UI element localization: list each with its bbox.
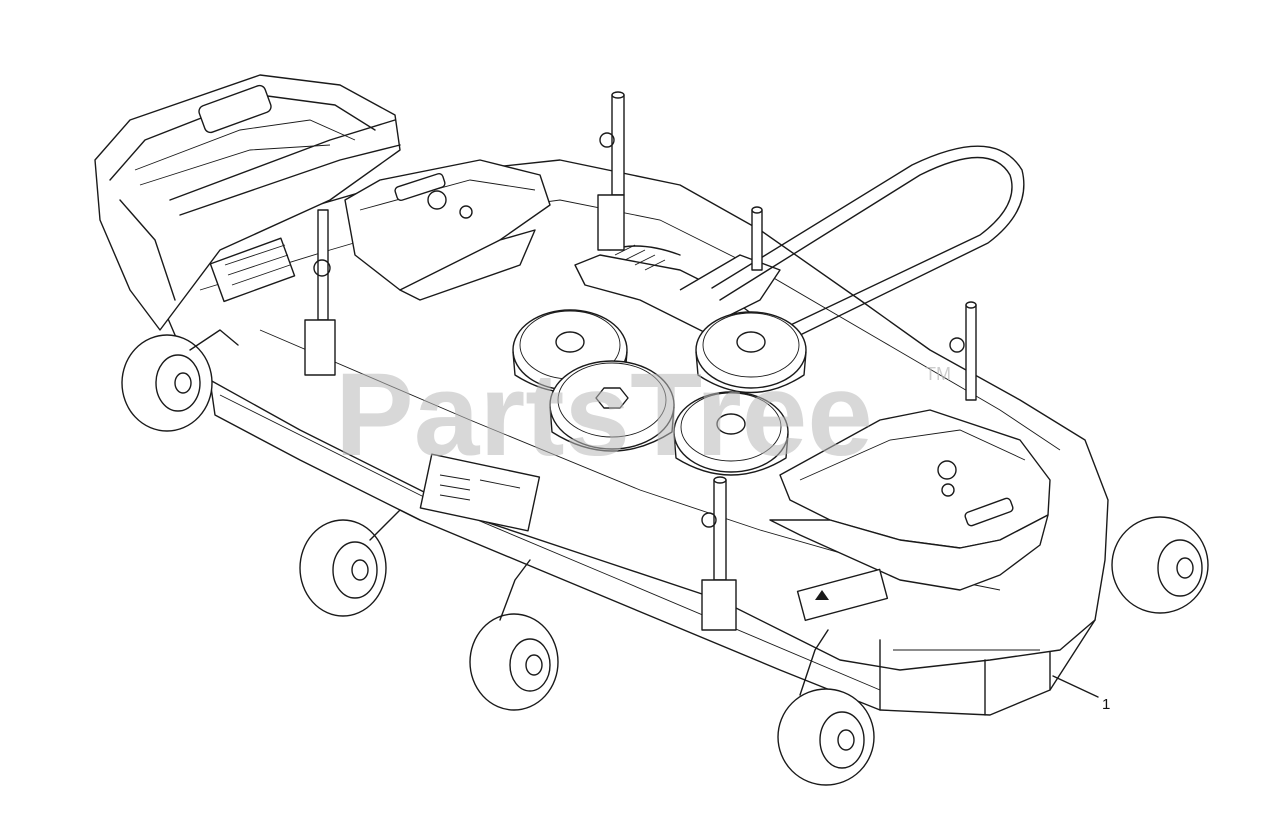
height-pin-front xyxy=(701,476,737,631)
caster-wheel-4 xyxy=(777,629,875,786)
height-pin-side xyxy=(751,206,763,271)
caster-wheel-3 xyxy=(469,559,559,711)
pulley-3 xyxy=(549,360,675,452)
height-pin-left xyxy=(304,209,336,376)
callout-number: 1 xyxy=(1102,696,1110,713)
spindle-cover-left xyxy=(344,159,551,301)
decal-center xyxy=(419,453,541,532)
height-pin-rear xyxy=(597,91,625,251)
height-pin-right xyxy=(949,301,977,401)
spindle-cover-right xyxy=(769,409,1051,591)
pulley-2 xyxy=(695,311,807,394)
watermark-trademark: TM xyxy=(925,364,951,384)
callout-leader-line xyxy=(1052,675,1099,698)
discharge-chute-housing xyxy=(94,74,401,331)
drive-belt xyxy=(711,145,1025,341)
watermark-text: PartsTree xyxy=(335,349,873,481)
caster-wheel-2 xyxy=(299,509,421,617)
watermark: PartsTree TM xyxy=(335,349,951,481)
decal-left xyxy=(209,237,296,303)
decal-front xyxy=(796,568,889,622)
caster-wheel-5 xyxy=(1111,516,1209,614)
caster-wheel-1 xyxy=(121,329,239,432)
callout-1: 1 xyxy=(1052,675,1110,713)
pulley-4 xyxy=(673,391,789,476)
